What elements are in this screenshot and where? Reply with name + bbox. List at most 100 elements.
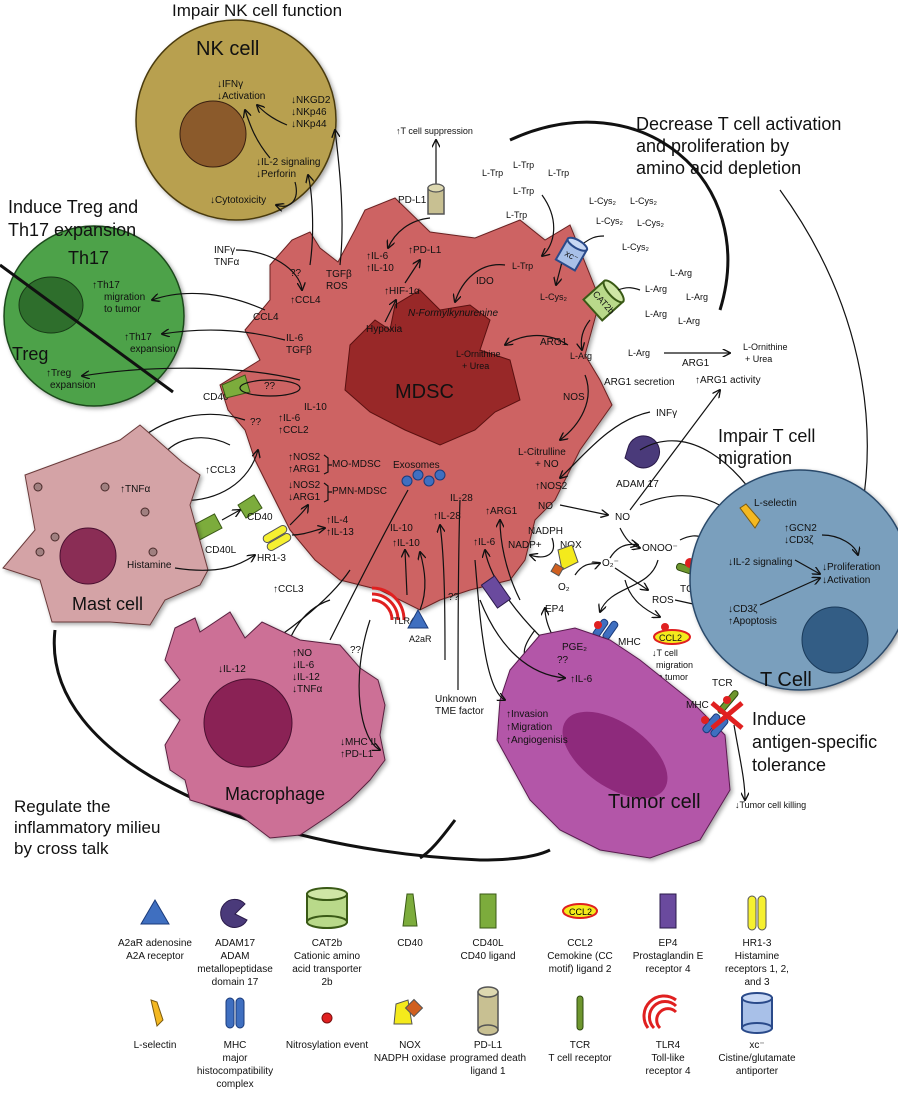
nk-label: ↓NKGD2 [291, 95, 331, 106]
legend-label: Cemokine (CC [547, 951, 613, 962]
label-a2ar: A2aR [409, 634, 432, 644]
tlr4-receptor-icon [371, 586, 406, 621]
treg-label: expansion [50, 380, 96, 391]
macrophage-nucleus [203, 678, 293, 768]
label-unknown: ?? [350, 645, 362, 656]
label-lcys2: L-Cys₂ [622, 242, 650, 252]
heading-amino: Decrease T cell activation [636, 114, 841, 134]
mast-cell-body [2, 424, 209, 626]
legend-label: receptor 4 [645, 964, 690, 975]
label-il28: IL-28 [450, 493, 473, 504]
label-ccl4: CCL4 [253, 312, 279, 323]
heading-tolerance: tolerance [752, 755, 826, 775]
treg-title: Treg [12, 344, 48, 364]
nitrosylation-dot-icon [321, 1012, 333, 1024]
label-il6: IL-6 [286, 333, 304, 344]
amino-arrow-curve [779, 189, 868, 521]
nk-label: ↓NKp46 [291, 107, 327, 118]
th17-label: expansion [130, 344, 176, 355]
label-unknown: ?? [448, 592, 460, 603]
legend-label: TLR4 [656, 1040, 681, 1051]
tumor-label: ↑Migration [506, 722, 552, 733]
nk-label: ↓IL-2 signaling [256, 157, 320, 168]
legend-label: xc⁻ [749, 1040, 764, 1051]
legend-label: ADAM [221, 951, 250, 962]
treg-label: ↑Treg [46, 368, 71, 379]
label-tgfb: TGFβ [326, 269, 352, 280]
exosome-dots [401, 469, 446, 487]
label-lcitrulline: L-Citrulline [518, 447, 566, 458]
pdl1-cylinder-icon [477, 986, 499, 1036]
legend-item: CD40 [397, 893, 423, 949]
label-nos2-up: ↑NOS2 [288, 452, 321, 463]
label-arg1-activity: ↑ARG1 activity [695, 375, 761, 386]
tumor-label-pge2: PGE₂ [562, 642, 587, 653]
mast-nucleus [59, 527, 117, 585]
label-infg-b: INFγ [656, 408, 677, 419]
th17-label: migration [104, 292, 145, 303]
label-infg: INFγ [214, 245, 235, 256]
legend-label: NOX [399, 1040, 421, 1051]
label-o2: O₂ [558, 582, 570, 593]
label-n-formylkynurenine: N-Formylkynurenine [408, 308, 498, 319]
label-nadph: NADPH [528, 526, 563, 537]
label-onoo: ONOO⁻ [642, 543, 678, 554]
ccl2-chemokine-icon: CCL2 [653, 623, 691, 645]
label-arg1: ARG1 [540, 337, 568, 348]
label-larg-inside: L-Arg [570, 351, 592, 361]
heading-treg: Th17 expansion [8, 220, 136, 240]
t-cell: T Cell ↑GCN2 ↓CD3ζ ↓IL-2 signaling ↓Prol… [689, 469, 898, 691]
label-il6-up-b: ↑IL-6 [278, 413, 301, 424]
label-arg1-down: ↓ARG1 [288, 492, 321, 503]
label-tlr4: TLR4 [393, 616, 415, 626]
label-cd40l: CD40L [205, 545, 237, 556]
th17-label: ↑Th17 [124, 332, 152, 343]
label-unknown: ?? [290, 268, 302, 279]
label-arg1-secretion: ARG1 secretion [604, 377, 675, 388]
label-tcell-mig: to tumor [655, 672, 688, 682]
legend-label: programed death [450, 1053, 526, 1064]
label-ltrp: L-Trp [506, 210, 527, 220]
heading-milieu: inflammatory milieu [14, 818, 160, 837]
crosstalk-arc-end [419, 819, 457, 860]
label-larg: L-Arg [686, 292, 708, 302]
label-hypoxia: Hypoxia [366, 324, 403, 335]
label-lcys2: L-Cys₂ [589, 196, 617, 206]
a2ar-receptor-icon [407, 608, 429, 629]
svg-text:CCL2: CCL2 [569, 907, 592, 917]
th17-treg-cell: Th17 Treg ↑Th17 migration to tumor ↑Th17… [0, 225, 185, 407]
macrophage-label: ↓IL-12 [292, 672, 320, 683]
label-mhc: MHC [618, 637, 641, 648]
label-larg: L-Arg [645, 309, 667, 319]
nk-label: ↓Activation [217, 91, 265, 102]
mast-cell: ↑TNFα Histamine Mast cell [2, 424, 255, 626]
th17-label: ↑Th17 [92, 280, 120, 291]
label-larg: L-Arg [645, 284, 667, 294]
th17-title: Th17 [68, 248, 109, 268]
legend-label: 2b [321, 977, 333, 988]
label-nos2-up-b: ↑NOS2 [535, 481, 568, 492]
label-il28-up: ↑IL-28 [433, 511, 461, 522]
tumor-label: ?? [557, 655, 569, 666]
legend-label: Cationic amino [294, 951, 361, 962]
amino-acid-labels: L-Trp L-Trp L-Trp L-Trp L-Trp L-Trp L-Cy… [456, 160, 788, 371]
label-tnfa: TNFα [214, 257, 239, 268]
th17-cell-body [3, 225, 185, 407]
legend-label: motif) ligand 2 [549, 964, 612, 975]
label-lcys2: L-Cys₂ [637, 218, 665, 228]
tumor-label: ↑IL-6 [570, 674, 593, 685]
label-il6-up-c: ↑IL-6 [473, 537, 496, 548]
mast-label-histamine: Histamine [127, 560, 172, 571]
label-lornithine-outside: L-Ornithine [743, 342, 788, 352]
label-nos2-down: ↓NOS2 [288, 480, 321, 491]
label-larg: L-Arg [670, 268, 692, 278]
legend-item: L-selectin [134, 999, 176, 1051]
macrophage-label: ↓TNFα [292, 684, 322, 695]
legend-label: Prostaglandin E [633, 951, 704, 962]
label-no: NO [615, 512, 630, 523]
heading-amino: and proliferation by [636, 136, 789, 156]
tcell-label: ↓Proliferation [822, 562, 880, 573]
label-ltrp: L-Trp [513, 160, 534, 170]
